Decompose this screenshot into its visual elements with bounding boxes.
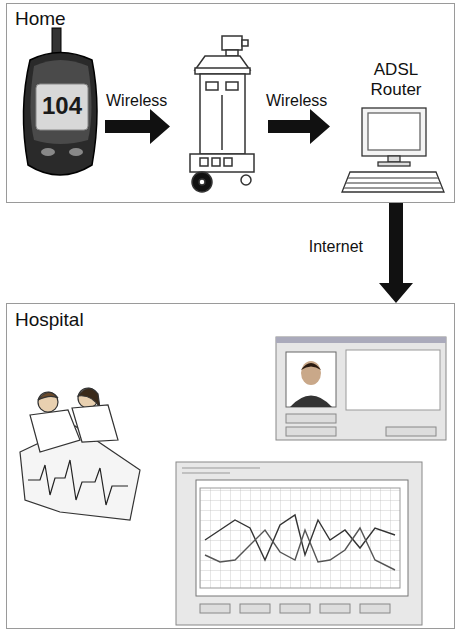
node-label: Home [15,8,446,30]
robot [190,36,254,192]
text-label: Wireless [266,92,327,110]
doctors-clipart [20,388,140,520]
node-label: Hospital [15,309,446,331]
computer-router [342,108,444,192]
network-arrow [379,202,413,303]
device-box: ADSL Router [341,59,451,201]
chart-screenshot [176,462,422,625]
text-label: Wireless [106,92,167,110]
patient-screenshot [276,337,446,440]
text-label: 104 [36,92,88,120]
edge-label: Internet [306,237,366,257]
node-label: ADSL Router [356,60,436,99]
region-panel: Hospital [6,303,455,629]
glucose-meter [23,28,97,175]
